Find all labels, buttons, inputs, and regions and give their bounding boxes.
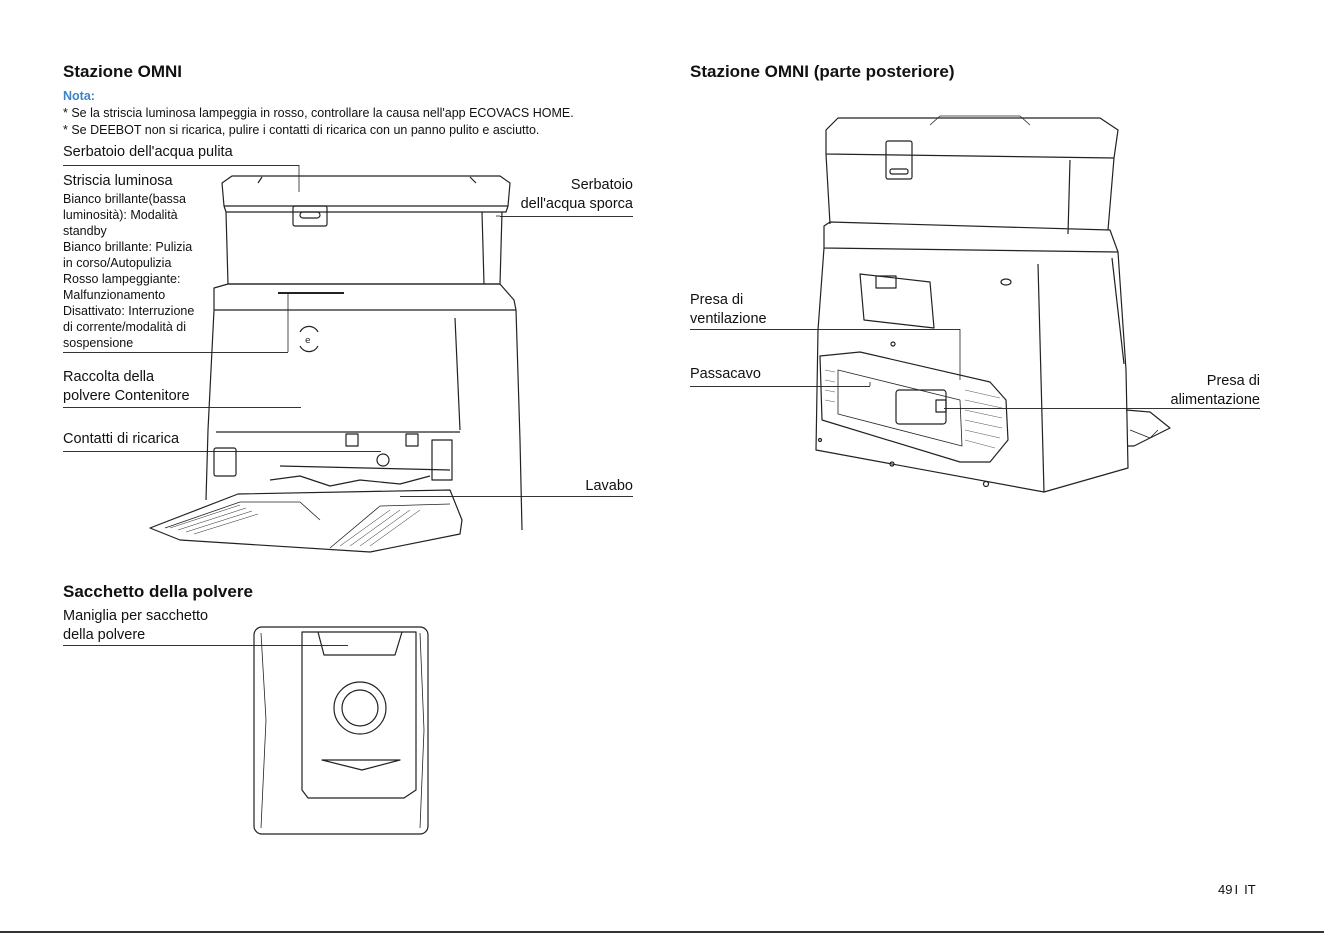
svg-text:e: e <box>305 336 311 346</box>
light-strip-state-text: Bianco brillante: Pulizia <box>63 240 193 254</box>
label-cable-pass: Passacavo <box>690 366 761 382</box>
label-dust-container-line2: polvere Contenitore <box>63 388 190 404</box>
section-title-omni-rear: Stazione OMNI (parte posteriore) <box>690 62 955 81</box>
dust-bag-illustration <box>253 626 429 835</box>
label-charging-contacts: Contatti di ricarica <box>63 431 180 447</box>
light-strip-state-text: di corrente/modalità di <box>63 320 186 334</box>
label-vent-line2: ventilazione <box>690 311 767 327</box>
light-strip-state-text: luminosità): Modalità <box>63 208 178 222</box>
label-vent: Presa di ventilazione <box>690 291 767 329</box>
label-dirty-water-tank-line1: Serbatoio <box>570 177 633 193</box>
label-dirty-water-tank-line2: dell'acqua sporca <box>520 196 633 212</box>
page-separator: I <box>1234 882 1239 897</box>
light-strip-state-text: Bianco brillante(bassa <box>63 192 186 206</box>
page-number-value: 49 <box>1218 882 1233 897</box>
station-front-illustration: e <box>149 175 523 553</box>
label-light-strip: Striscia luminosa <box>63 173 173 189</box>
section-title-omni: Stazione OMNI <box>63 62 183 81</box>
label-power-socket-line1: Presa di <box>1206 373 1260 389</box>
label-dust-bag-handle: Maniglia per sacchetto della polvere <box>63 607 208 645</box>
label-vent-line1: Presa di <box>690 292 744 308</box>
light-strip-state-text: Rosso lampeggiante: <box>63 272 181 286</box>
note-line-1: * Se la striscia luminosa lampeggia in r… <box>63 106 574 120</box>
label-dust-container-line1: Raccolta della <box>63 369 155 385</box>
light-strip-state-text: Malfunzionamento <box>63 288 166 302</box>
light-strip-state-text: in corso/Autopulizia <box>63 256 172 270</box>
light-strip-state-text: standby <box>63 224 107 238</box>
language-code: IT <box>1244 882 1256 897</box>
note-line-2: * Se DEEBOT non si ricarica, pulire i co… <box>63 123 540 137</box>
note-title: Nota: <box>63 89 95 103</box>
light-strip-state-text: sospensione <box>63 336 134 350</box>
label-dust-container: Raccolta della polvere Contenitore <box>63 368 190 406</box>
label-dust-bag-handle-line2: della polvere <box>63 627 146 643</box>
light-strip-state-text: Disattivato: Interruzione <box>63 304 195 318</box>
label-power-socket: Presa di alimentazione <box>1110 372 1260 410</box>
light-strip-states: Bianco brillante(bassa luminosità): Moda… <box>63 191 223 351</box>
label-dust-bag-handle-line1: Maniglia per sacchetto <box>63 608 209 624</box>
bottom-rule <box>0 931 1324 933</box>
label-dirty-water-tank: Serbatoio dell'acqua sporca <box>480 176 633 214</box>
station-rear-illustration <box>815 115 1171 493</box>
label-clean-water-tank: Serbatoio dell'acqua pulita <box>63 144 233 160</box>
label-sink: Lavabo <box>585 478 633 494</box>
label-power-socket-line2: alimentazione <box>1170 392 1260 408</box>
section-title-dust-bag: Sacchetto della polvere <box>63 582 253 601</box>
